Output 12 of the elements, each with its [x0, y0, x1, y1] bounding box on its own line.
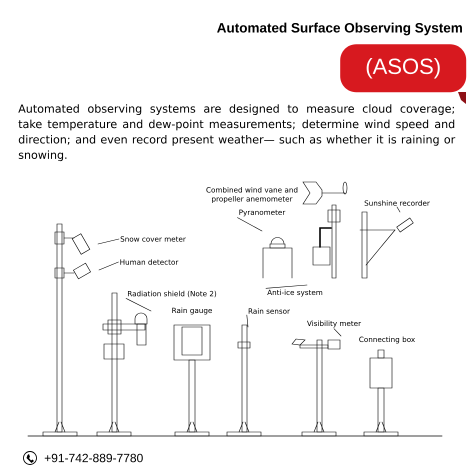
title: Automated Surface Observing System [217, 22, 462, 36]
leader-line [237, 217, 262, 232]
leader-line [126, 298, 152, 312]
leader-line [98, 262, 119, 270]
phone-number: +91-742-889-7780 [44, 454, 143, 462]
leader-line [98, 238, 120, 244]
leader-line [266, 284, 308, 289]
leader-line [334, 328, 342, 336]
leader-line [396, 206, 400, 212]
leader-line [246, 314, 248, 328]
description-paragraph: Automated observing systems are designed to measure cloud coverage; take temperature and dew-point measurements; determine wind speed and direction; and even record present weather— such as whether it is raining or snowing. [18, 104, 456, 162]
ribbon-banner: (ASOS) [340, 44, 466, 104]
